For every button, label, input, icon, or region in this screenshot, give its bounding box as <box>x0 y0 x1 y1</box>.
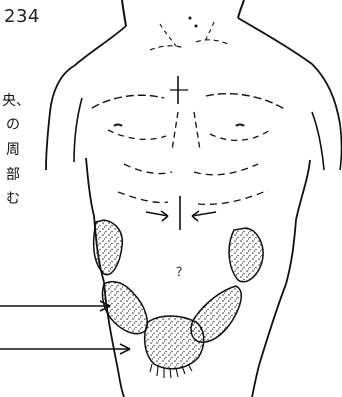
right-arm-inner <box>312 112 324 170</box>
left-shoulder-line <box>74 26 126 66</box>
right-shoulder-line <box>238 18 312 64</box>
right-arm-outer <box>312 64 340 124</box>
right-flank-region <box>229 228 263 282</box>
right-thigh-line <box>252 284 286 397</box>
neck-right-line <box>238 0 244 18</box>
right-arm-edge <box>340 124 342 170</box>
navel-mark: ？ <box>176 265 188 279</box>
right-nipple <box>236 125 244 127</box>
pubic-region <box>145 316 204 369</box>
right-torso-line <box>286 160 310 284</box>
left-arm-inner <box>74 98 82 162</box>
neck-left-line <box>122 0 126 26</box>
left-nipple <box>114 125 122 127</box>
left-arm-outer <box>46 66 74 170</box>
left-flank-region <box>94 220 123 275</box>
